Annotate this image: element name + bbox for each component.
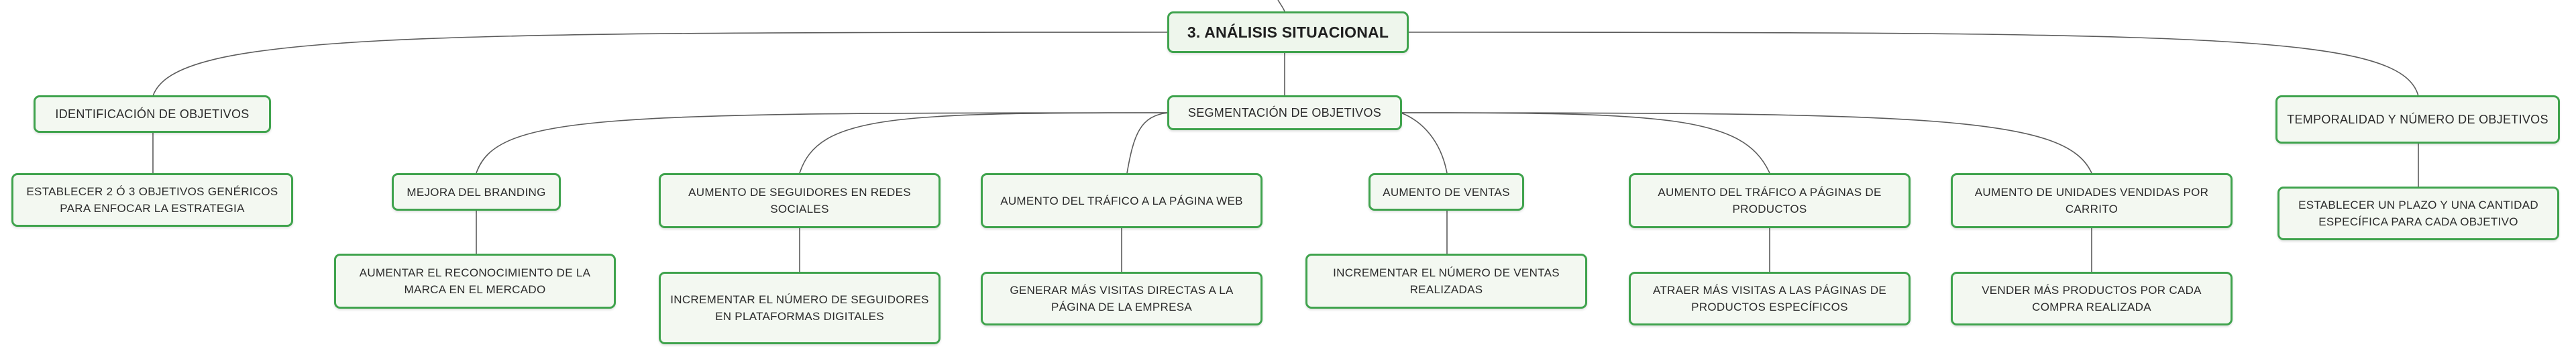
node-child-branding: AUMENTAR EL RECONOCIMIENTO DE LA MARCA E… bbox=[334, 254, 616, 309]
node-identificacion: IDENTIFICACIÓN DE OBJETIVOS bbox=[34, 95, 271, 133]
edge-root-temporalidad bbox=[1407, 32, 2419, 97]
item-ventas-label: AUMENTO DE VENTAS bbox=[1383, 185, 1510, 199]
root-label: 3. ANÁLISIS SITUACIONAL bbox=[1187, 23, 1389, 41]
edge-root-identificacion bbox=[152, 32, 1168, 97]
node-item-unidades: AUMENTO DE UNIDADES VENDIDAS POR CARRITO bbox=[1951, 173, 2233, 228]
edge-seg-trafico-productos bbox=[1400, 112, 1770, 174]
node-child-ventas: INCREMENTAR EL NÚMERO DE VENTAS REALIZAD… bbox=[1305, 254, 1587, 309]
root-node: 3. ANÁLISIS SITUACIONAL bbox=[1167, 11, 1409, 53]
node-segmentacion-label: SEGMENTACIÓN DE OBJETIVOS bbox=[1187, 105, 1382, 119]
edge-seg-ventas bbox=[1400, 112, 1448, 174]
node-child-trafico-web: GENERAR MÁS VISITAS DIRECTAS A LA PÁGINA… bbox=[981, 272, 1263, 325]
item-unidades-label: AUMENTO DE UNIDADES VENDIDAS POR CARRITO bbox=[1974, 186, 2209, 215]
item-trafico-web-label: AUMENTO DEL TRÁFICO A LA PÁGINA WEB bbox=[1000, 194, 1243, 207]
node-identificacion-label: IDENTIFICACIÓN DE OBJETIVOS bbox=[55, 107, 250, 121]
child-seguidores-label: INCREMENTAR EL NÚMERO DE SEGUIDORES EN P… bbox=[670, 293, 929, 323]
node-item-ventas: AUMENTO DE VENTAS bbox=[1368, 173, 1524, 211]
child-trafico-productos-label: ATRAER MÁS VISITAS A LAS PÁGINAS DE PROD… bbox=[1652, 284, 1887, 313]
edge-seg-branding bbox=[476, 112, 1169, 174]
edge-seg-trafico-web bbox=[1126, 112, 1169, 174]
node-item-trafico-productos: AUMENTO DEL TRÁFICO A PÁGINAS DE PRODUCT… bbox=[1629, 173, 1911, 228]
edge-incoming-root bbox=[1277, 0, 1285, 12]
node-temporalidad-child: ESTABLECER UN PLAZO Y UNA CANTIDAD ESPEC… bbox=[2277, 187, 2559, 240]
node-segmentacion: SEGMENTACIÓN DE OBJETIVOS bbox=[1167, 95, 1402, 130]
item-trafico-productos-label: AUMENTO DEL TRÁFICO A PÁGINAS DE PRODUCT… bbox=[1658, 186, 1882, 215]
child-trafico-web-label: GENERAR MÁS VISITAS DIRECTAS A LA PÁGINA… bbox=[1010, 284, 1234, 313]
child-branding-label: AUMENTAR EL RECONOCIMIENTO DE LA MARCA E… bbox=[359, 266, 591, 296]
node-identificacion-child: ESTABLECER 2 Ó 3 OBJETIVOS GENÉRICOS PAR… bbox=[11, 173, 293, 227]
node-item-branding: MEJORA DEL BRANDING bbox=[392, 173, 561, 211]
edge-seg-seguidores bbox=[799, 112, 1169, 174]
node-item-seguidores: AUMENTO DE SEGUIDORES EN REDES SOCIALES bbox=[659, 173, 941, 228]
node-temporalidad-label: TEMPORALIDAD Y NÚMERO DE OBJETIVOS bbox=[2287, 112, 2548, 126]
item-branding-label: MEJORA DEL BRANDING bbox=[407, 185, 546, 199]
edge-seg-unidades bbox=[1400, 112, 2092, 174]
node-child-unidades: VENDER MÁS PRODUCTOS POR CADA COMPRA REA… bbox=[1951, 272, 2233, 325]
child-ventas-label: INCREMENTAR EL NÚMERO DE VENTAS REALIZAD… bbox=[1333, 266, 1560, 296]
node-temporalidad-child-label: ESTABLECER UN PLAZO Y UNA CANTIDAD ESPEC… bbox=[2298, 199, 2538, 228]
node-identificacion-child-label: ESTABLECER 2 Ó 3 OBJETIVOS GENÉRICOS PAR… bbox=[26, 185, 278, 215]
node-temporalidad: TEMPORALIDAD Y NÚMERO DE OBJETIVOS bbox=[2275, 95, 2560, 144]
node-child-seguidores: INCREMENTAR EL NÚMERO DE SEGUIDORES EN P… bbox=[659, 272, 941, 344]
item-seguidores-label: AUMENTO DE SEGUIDORES EN REDES SOCIALES bbox=[688, 186, 911, 215]
child-unidades-label: VENDER MÁS PRODUCTOS POR CADA COMPRA REA… bbox=[1982, 284, 2202, 313]
node-child-trafico-productos: ATRAER MÁS VISITAS A LAS PÁGINAS DE PROD… bbox=[1629, 272, 1911, 325]
node-item-trafico-web: AUMENTO DEL TRÁFICO A LA PÁGINA WEB bbox=[981, 173, 1263, 228]
